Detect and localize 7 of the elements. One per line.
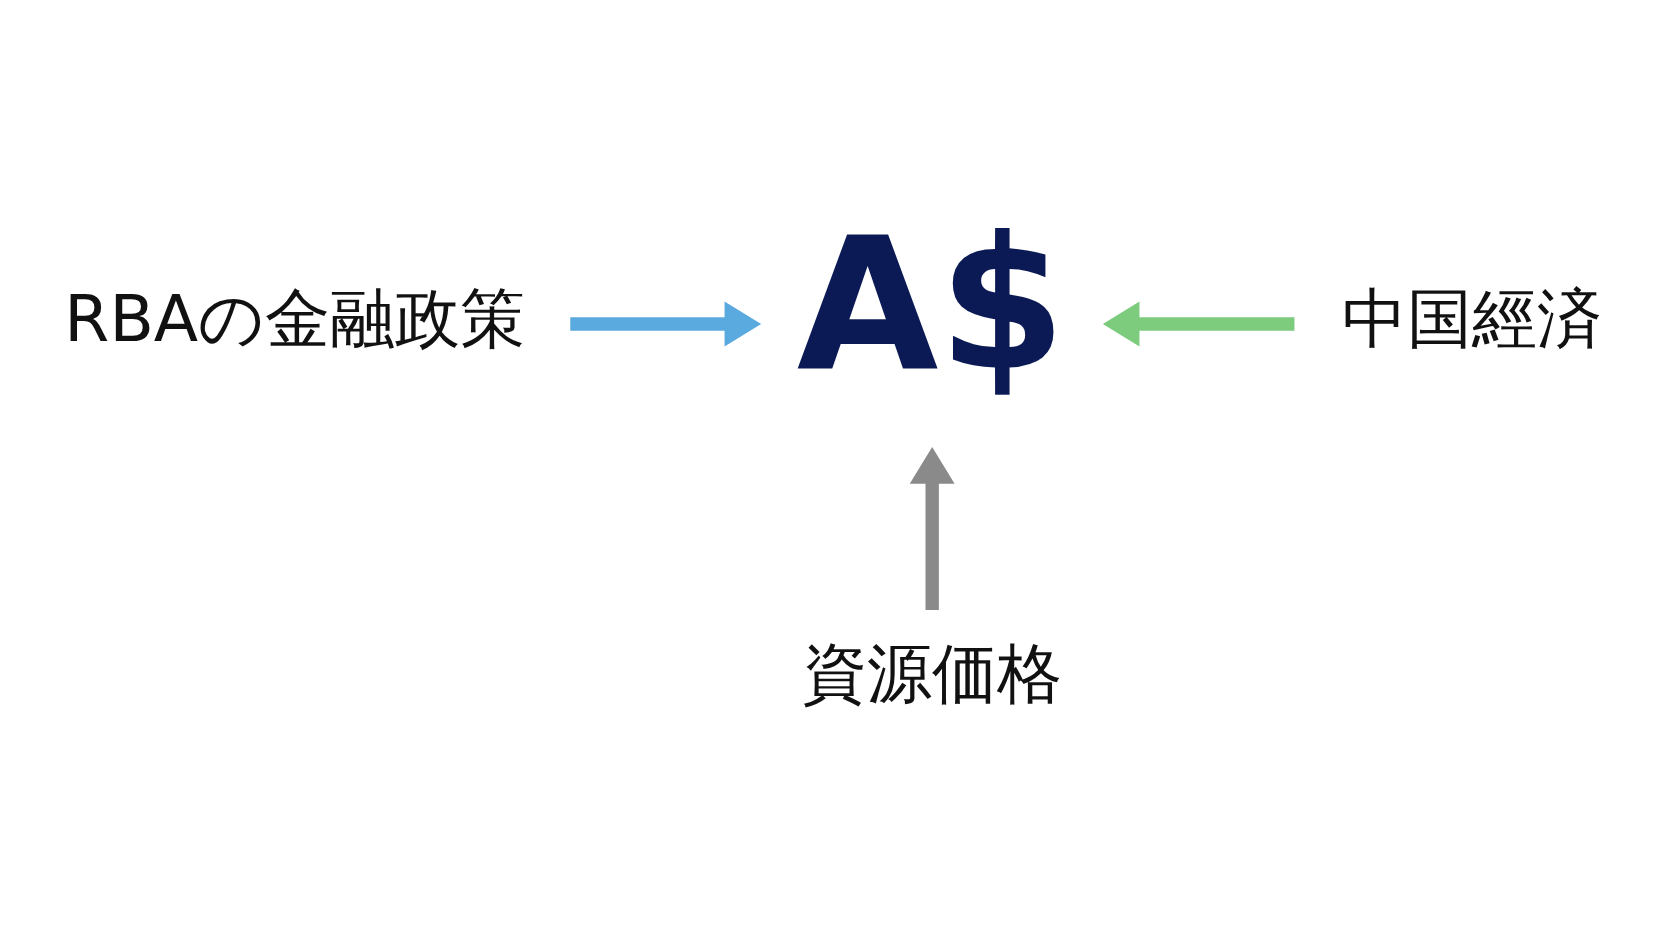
node-text: RBAの金融政策: [64, 280, 526, 356]
node-text: A$: [796, 197, 1066, 411]
arrow: [909, 446, 955, 610]
node-text: 資源価格: [802, 635, 1063, 711]
arrow: [1102, 301, 1295, 346]
arrow: [570, 301, 762, 346]
node-text: 中国經済: [1342, 280, 1603, 356]
